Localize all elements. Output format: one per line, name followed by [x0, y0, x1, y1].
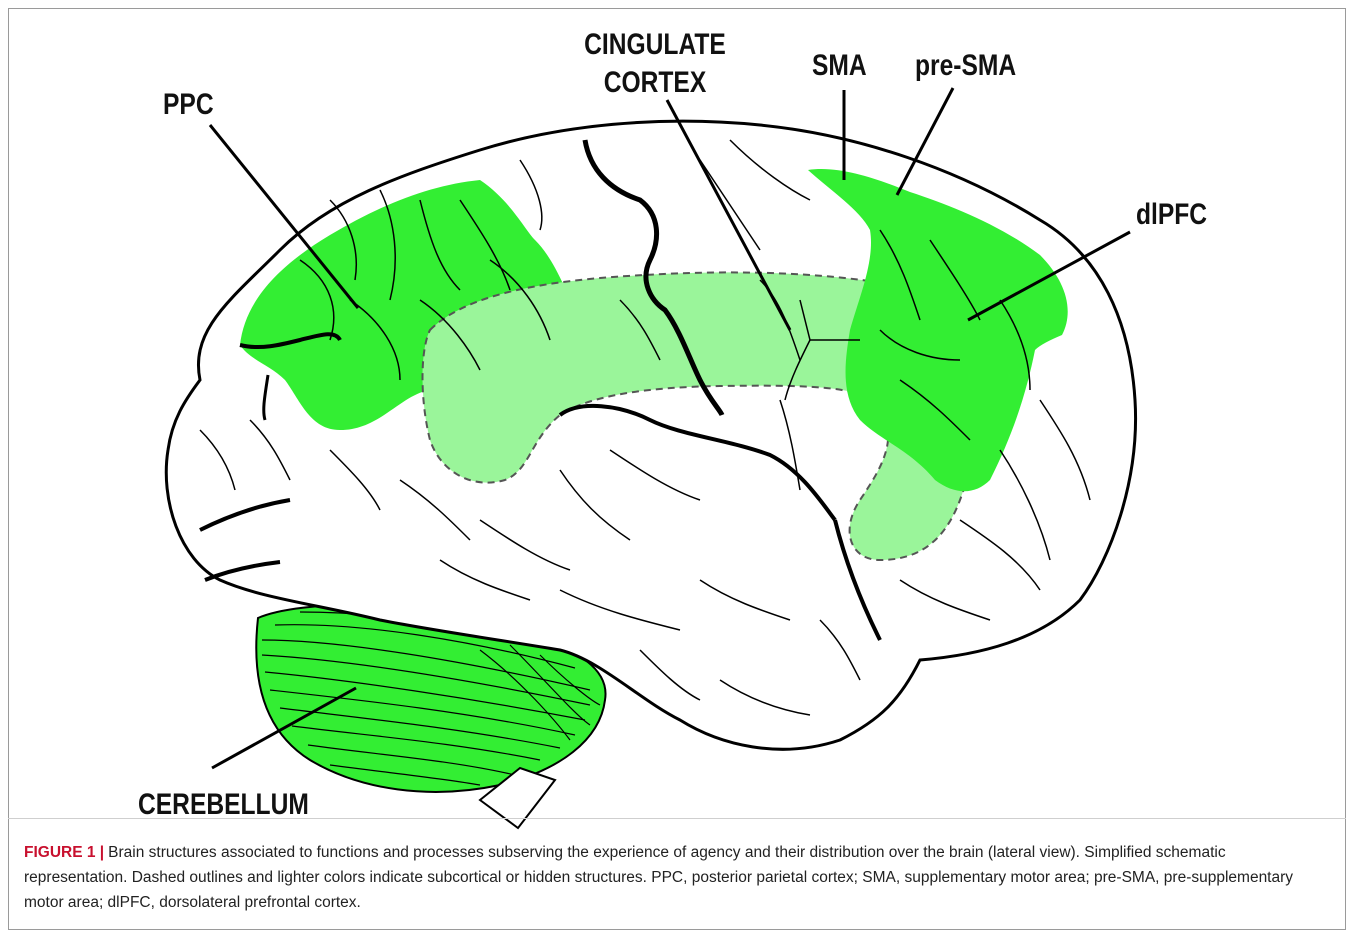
figure-caption: FIGURE 1 |Brain structures associated to…	[24, 840, 1329, 915]
cingulate-label-line2: CORTEX	[577, 66, 733, 100]
caption-text: Brain structures associated to functions…	[24, 844, 1293, 911]
dlpfc-label: dlPFC	[1136, 198, 1207, 232]
pre-sma-label: pre-SMA	[915, 49, 1016, 83]
caption-divider	[8, 818, 1346, 819]
caption-separator: |	[100, 844, 104, 861]
sma-label: SMA	[812, 49, 867, 83]
ppc-label: PPC	[163, 88, 214, 122]
cingulate-label-line1: CINGULATE	[577, 28, 733, 62]
figure-label: FIGURE 1	[24, 844, 95, 861]
cerebellum-label: CEREBELLUM	[138, 788, 309, 822]
